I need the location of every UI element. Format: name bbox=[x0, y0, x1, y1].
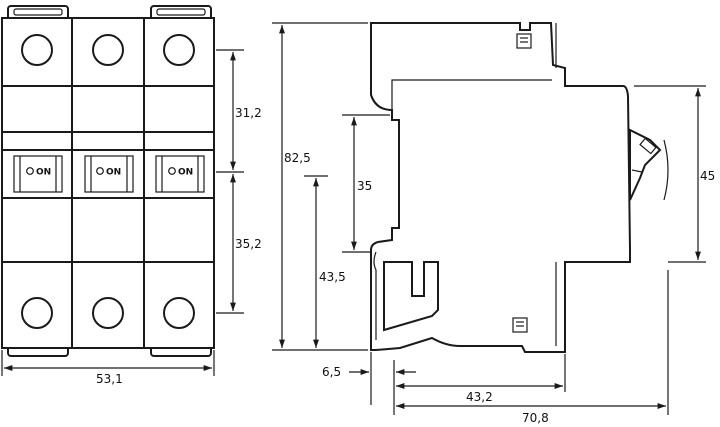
dim-label-overall-height: 82,5 bbox=[284, 151, 311, 165]
on-indicator-3: ON bbox=[155, 155, 205, 193]
front-view: ON ON ON bbox=[1, 5, 215, 357]
toggle-lever bbox=[629, 128, 662, 201]
on-indicator-2: ON bbox=[84, 155, 134, 193]
dim-top-section: 31,2 bbox=[216, 49, 262, 173]
dim-bottom-section: 35,2 bbox=[216, 174, 262, 314]
dim-toggle-height: 45 bbox=[634, 85, 715, 263]
terminal-screw-bottom-2 bbox=[92, 297, 124, 329]
dim-label-width-front: 53,1 bbox=[96, 372, 123, 386]
dim-label-rail-to-bottom: 43,5 bbox=[319, 270, 346, 284]
on-label-3: ON bbox=[178, 168, 193, 178]
dim-rail-height: 35 bbox=[342, 114, 390, 253]
dim-depth-to-face: 43,2 bbox=[396, 354, 566, 404]
breaker-body bbox=[1, 17, 215, 349]
dim-label-bottom-section: 35,2 bbox=[235, 237, 262, 251]
dim-rail-to-bottom: 43,5 bbox=[304, 175, 346, 348]
dim-label-rail-offset: 6,5 bbox=[322, 365, 341, 379]
dim-width-front: 53,1 bbox=[1, 350, 215, 386]
dim-label-overall-depth: 70,8 bbox=[522, 411, 549, 425]
dim-label-top-section: 31,2 bbox=[235, 106, 262, 120]
dim-label-depth-to-face: 43,2 bbox=[466, 390, 493, 404]
terminal-screw-top-1 bbox=[21, 34, 53, 66]
terminal-screw-bottom-1 bbox=[21, 297, 53, 329]
on-label-1: ON bbox=[36, 168, 51, 178]
terminal-screw-bottom-3 bbox=[163, 297, 195, 329]
terminal-screw-top-2 bbox=[92, 34, 124, 66]
side-view bbox=[370, 22, 669, 353]
on-label-2: ON bbox=[106, 168, 121, 178]
dim-overall-height: 82,5 bbox=[272, 22, 368, 351]
dim-rail-offset: 6,5 bbox=[322, 352, 416, 415]
terminal-screw-top-3 bbox=[163, 34, 195, 66]
dim-label-rail-height: 35 bbox=[357, 179, 372, 193]
on-indicator-1: ON bbox=[13, 155, 63, 193]
dim-overall-depth: 70,8 bbox=[396, 270, 669, 425]
dim-label-toggle-height: 45 bbox=[700, 169, 715, 183]
